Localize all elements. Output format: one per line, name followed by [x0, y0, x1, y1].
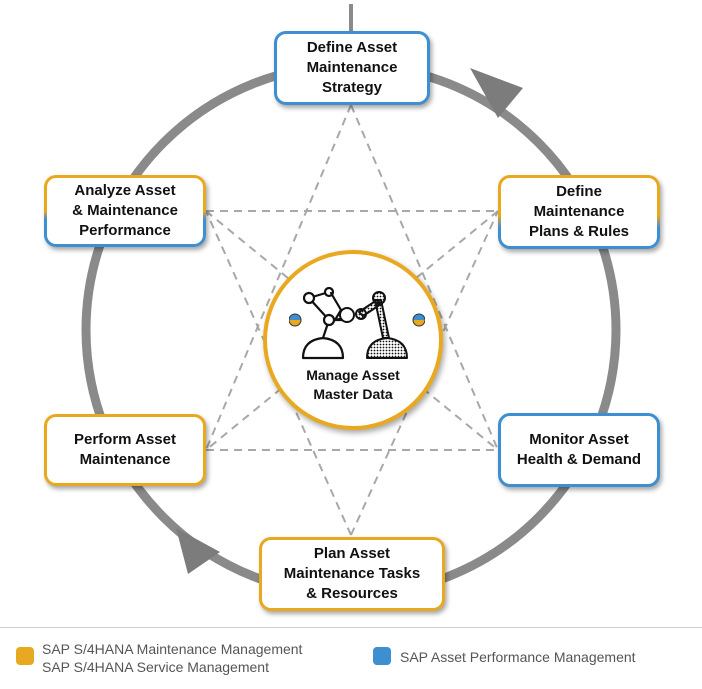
- center-label: Manage Asset Master Data: [306, 367, 400, 402]
- legend-swatch-blue: [373, 647, 391, 665]
- ring-arrow-bottom-left-icon: [176, 528, 220, 574]
- node-monitor-health-demand: Monitor Asset Health & Demand: [498, 413, 660, 487]
- legend-divider: [0, 627, 702, 628]
- node-define-plans-rules: Define Maintenance Plans & Rules: [498, 175, 660, 249]
- node-perform-maintenance: Perform Asset Maintenance: [44, 414, 206, 486]
- legend-label-maintenance-management: SAP S/4HANA Maintenance Management: [42, 641, 303, 657]
- dash-line: [205, 104, 352, 451]
- legend-label-service-management: SAP S/4HANA Service Management: [42, 659, 269, 675]
- legend-swatch-gold: [16, 647, 34, 665]
- dash-line: [350, 104, 499, 451]
- robot-arms-icon: [289, 286, 425, 360]
- node-plan-tasks-resources: Plan Asset Maintenance Tasks & Resources: [259, 537, 445, 611]
- node-analyze-performance: Analyze Asset & Maintenance Performance: [44, 175, 206, 247]
- node-define-strategy: Define Asset Maintenance Strategy: [274, 31, 430, 105]
- ring-arrow-top-right-icon: [470, 68, 523, 118]
- legend-label-asset-performance-management: SAP Asset Performance Management: [400, 649, 636, 665]
- dash-line: [350, 210, 499, 536]
- center-master-data-circle: Manage Asset Master Data: [263, 250, 443, 430]
- dash-line: [205, 210, 352, 536]
